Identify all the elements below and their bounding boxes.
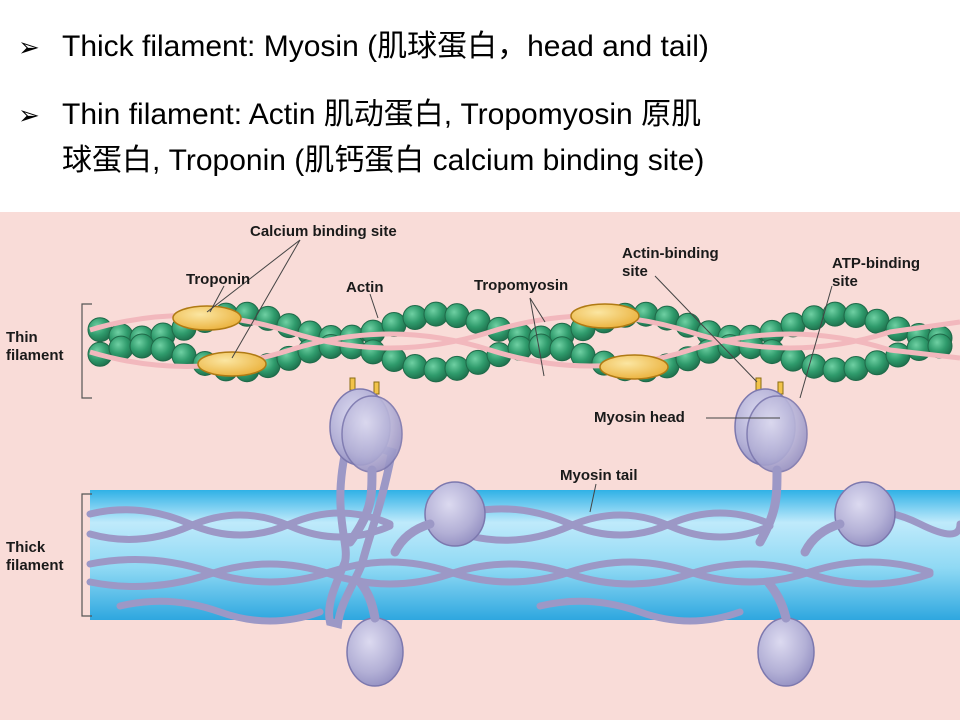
actin-bead: [360, 339, 386, 365]
actin-bead: [864, 308, 890, 334]
actin-bead: [843, 302, 869, 328]
actin-bead: [444, 303, 470, 329]
filament-illustration: Calcium binding site Troponin Actin Trop…: [0, 212, 960, 720]
actin-bead: [801, 353, 827, 379]
actin-bead: [780, 346, 806, 372]
actin-bead: [150, 336, 176, 362]
actin-bead: [402, 305, 428, 331]
leader-lines: [206, 239, 833, 513]
actin-bead: [465, 349, 491, 375]
actin-bead: [465, 309, 491, 335]
bullet-text-line2: 球蛋白, Troponin (肌钙蛋白 calcium binding site…: [62, 144, 705, 177]
label-myosin-head: Myosin head: [594, 409, 685, 426]
bullet-text: Thick filament: Myosin (肌球蛋白，head and ta…: [62, 30, 709, 63]
actin-bead: [528, 333, 554, 359]
actin-bead: [549, 336, 575, 362]
label-thin-filament: Thin: [6, 329, 38, 346]
label-atp-binding-site-2: site: [832, 273, 858, 290]
bullet-arrow-icon: ➢: [18, 32, 40, 62]
myosin-necks: [345, 465, 845, 623]
actin-bead: [864, 350, 890, 376]
bracket-lines: [81, 303, 92, 617]
label-actin: Actin: [346, 279, 384, 296]
actin-bead: [822, 357, 848, 383]
label-atp-binding-site: ATP-binding: [832, 255, 920, 272]
label-actin-binding-site: Actin-binding: [622, 245, 719, 262]
bullet-text-line1: Thin filament: Actin 肌动蛋白, Tropomyosin 原…: [62, 98, 702, 131]
actin-bead: [885, 342, 911, 368]
actin-bead: [423, 357, 449, 383]
actin-bead: [423, 301, 449, 327]
myosin-tail-strands: [86, 505, 960, 625]
myosin-heads: [325, 388, 896, 687]
actin-bead: [906, 336, 932, 362]
bullet-thin-filament: ➢ Thin filament: Actin 肌动蛋白, Tropomyosin …: [18, 92, 704, 184]
label-myosin-tail: Myosin tail: [560, 467, 638, 484]
actin-bead: [759, 339, 785, 365]
label-thin-filament-2: filament: [6, 347, 64, 364]
label-tropomyosin: Tropomyosin: [474, 277, 568, 294]
label-thick-filament: Thick: [6, 539, 46, 556]
actin-bead: [402, 353, 428, 379]
actin-bead: [843, 356, 869, 382]
label-actin-binding-site-2: site: [622, 263, 648, 280]
label-calcium-binding-site: Calcium binding site: [250, 223, 397, 240]
bullet-arrow-icon: ➢: [18, 100, 40, 130]
actin-bead: [129, 333, 155, 359]
label-thick-filament-2: filament: [6, 557, 64, 574]
actin-bead: [444, 355, 470, 381]
bullet-list: ➢ Thick filament: Myosin (肌球蛋白，head and t…: [0, 0, 960, 212]
sarcomere-diagram: Calcium binding site Troponin Actin Trop…: [0, 212, 960, 720]
label-troponin: Troponin: [186, 271, 250, 288]
troponin-complexes: [172, 303, 669, 380]
actin-bead: [381, 347, 407, 373]
bullet-thick-filament: ➢ Thick filament: Myosin (肌球蛋白，head and t…: [18, 24, 709, 70]
